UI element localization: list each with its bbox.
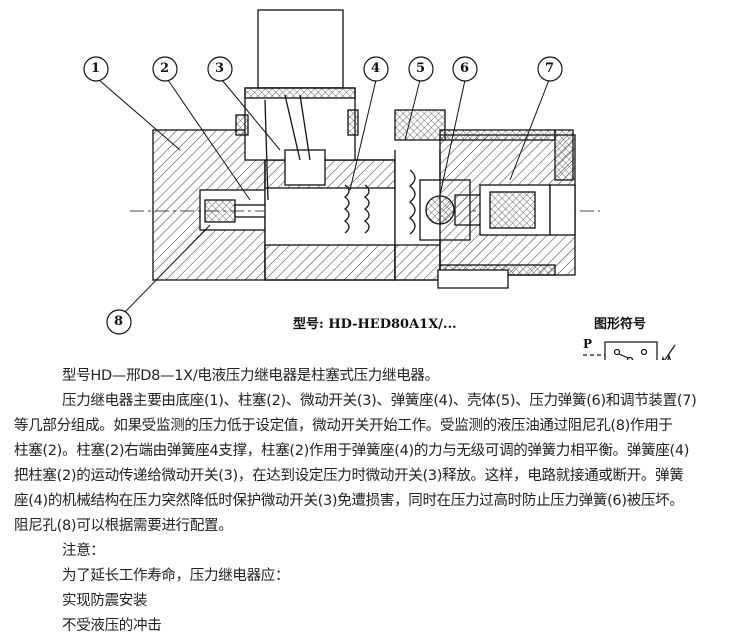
callout-3: [207, 56, 233, 82]
body-line: 把柱塞(2)的运动传递给微动开关(3)，在达到设定压力时微动开关(3)释放。这样…: [14, 468, 684, 484]
callout-label: 3: [215, 61, 225, 76]
pressure-switch-symbol: [583, 341, 676, 360]
note-line: 实现防震安装: [62, 593, 148, 609]
symbol-title: 图形符号: [594, 317, 647, 332]
body-line: 阻尼孔(8)可以根据需要进行配置。: [14, 518, 233, 534]
note-line: 不受液压的冲击: [62, 618, 162, 634]
callout-label: 5: [416, 61, 426, 76]
body-line: 压力继电器主要由底座(1)、柱塞(2)、微动开关(3)、弹簧座(4)、壳体(5)…: [62, 393, 697, 409]
pressure-relay-section-drawing: [83, 9, 676, 360]
callout-label: 7: [545, 61, 555, 76]
callout-6: [452, 56, 478, 82]
callout-label: 4: [371, 61, 381, 76]
body-line: 等几部分组成。如果受监测的压力低于设定值，微动开关开始工作。受监测的液压油通过阻…: [14, 418, 673, 434]
callout-1: [83, 56, 109, 82]
callout-label: 1: [91, 61, 101, 76]
note-title: 注意：: [62, 543, 105, 559]
callout-label: 2: [160, 61, 170, 76]
body-line: 座(4)的机械结构在压力突然降低时保护微动开关(3)免遭损害，同时在压力过高时防…: [14, 493, 684, 509]
callout-label: 8: [114, 314, 124, 329]
symbol-port-label: P: [583, 337, 593, 351]
callout-4: [363, 56, 389, 82]
callout-7: [537, 56, 563, 82]
callout-8: [106, 309, 132, 335]
callout-5: [408, 56, 434, 82]
body-line: 柱塞(2)。柱塞(2)右端由弹簧座4支撑，柱塞(2)作用于弹簧座(4)的力与无级…: [14, 443, 690, 459]
model-label: 型号: HD-HED80A1X/...: [293, 317, 457, 332]
callout-2: [152, 56, 178, 82]
intro-paragraph: 型号HD—邢D8—1X/电液压力继电器是柱塞式压力继电器。: [62, 368, 439, 384]
callout-label: 6: [460, 61, 470, 76]
note-line: 为了延长工作寿命，压力继电器应：: [62, 568, 290, 584]
